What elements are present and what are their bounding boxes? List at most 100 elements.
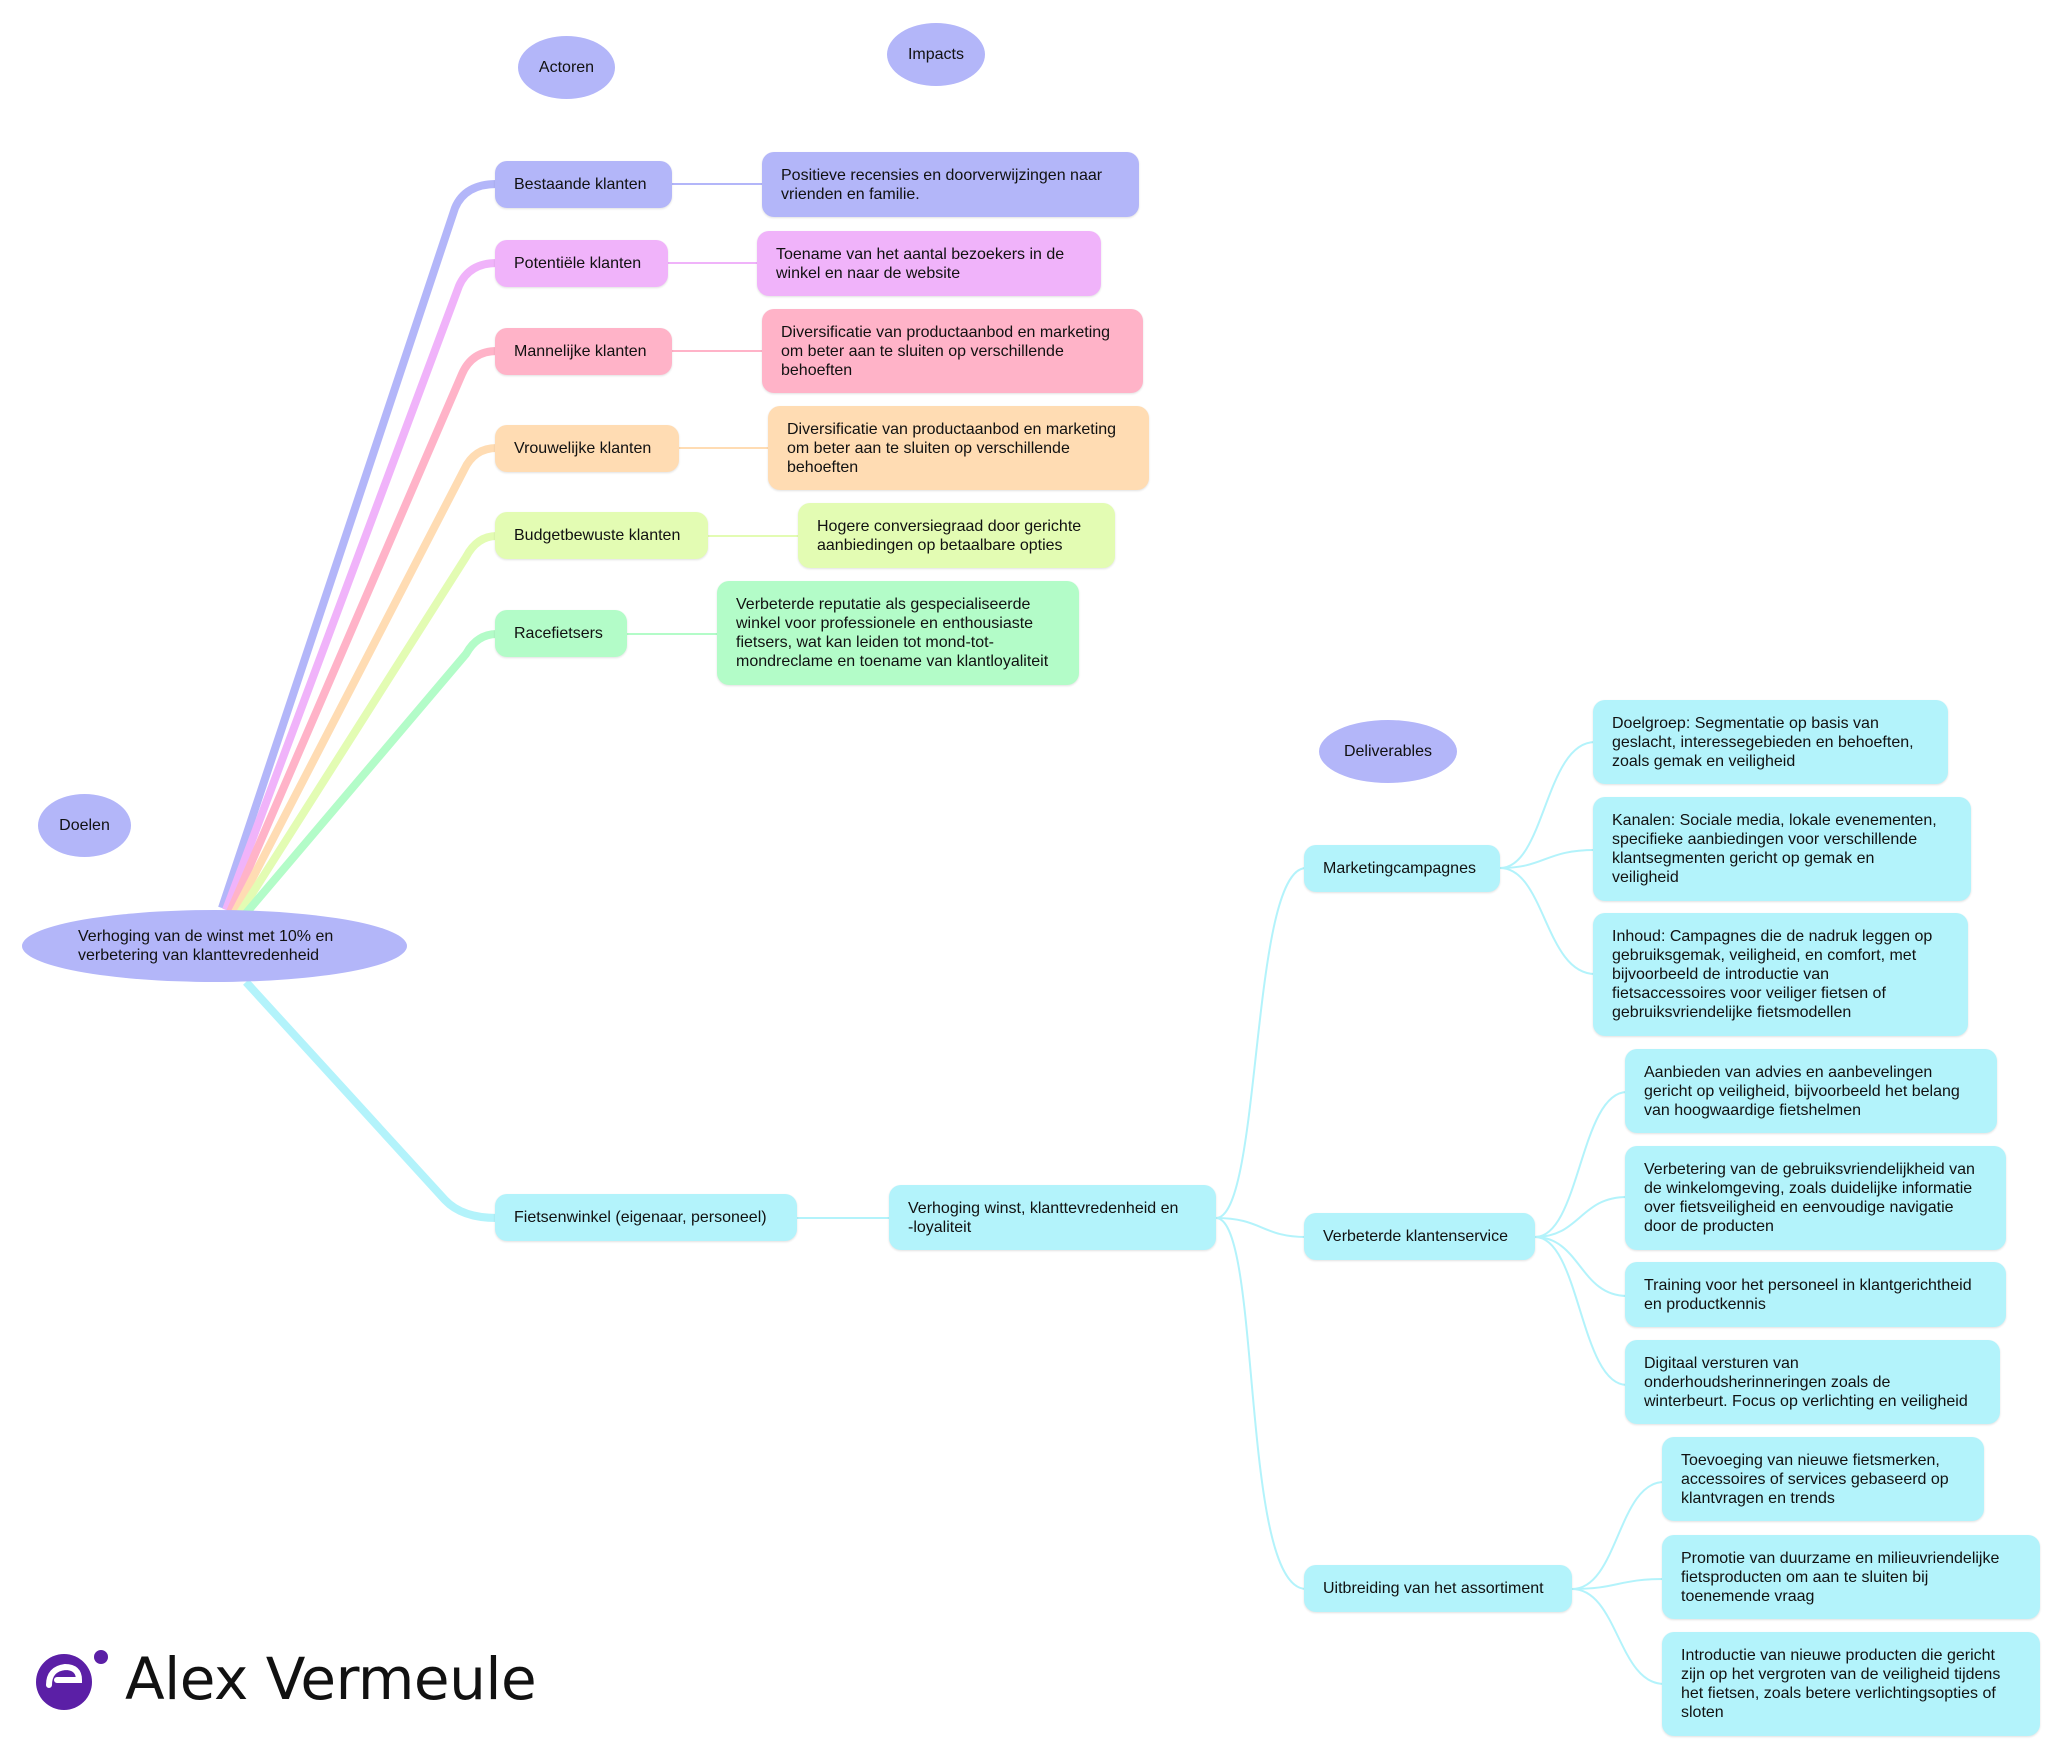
item-line: zijn op het vergroten van de veiligheid … xyxy=(1681,1666,2001,1683)
link-service-1 xyxy=(1534,1091,1628,1238)
impact-line: Diversificatie van productaanbod en mark… xyxy=(787,420,1117,438)
actor-potentiele-klanten[interactable]: Potentiële klanten xyxy=(495,240,668,287)
link-marketing-2 xyxy=(1499,849,1596,869)
impact-line: behoeften xyxy=(781,361,853,379)
deliverable-item[interactable]: Training voor het personeel in klantgeri… xyxy=(1625,1262,2006,1327)
item-line: Toevoeging van nieuwe fietsmerken, xyxy=(1681,1451,1940,1469)
deliverable-label: Uitbreiding van het assortiment xyxy=(1323,1580,1544,1597)
item-line: door de producten xyxy=(1644,1218,1774,1235)
actor-vrouwelijke-klanten[interactable]: Vrouwelijke klanten xyxy=(495,425,679,472)
item-line: de winkelomgeving, zoals duidelijke info… xyxy=(1644,1180,1973,1197)
impact-line: Toename van het aantal bezoekers in de xyxy=(776,245,1065,263)
root-goal-line-1: Verhoging van de winst met 10% en xyxy=(78,928,334,945)
item-line: winterbeurt. Focus op verlichting en vei… xyxy=(1644,1392,1968,1410)
logo-text: Alex Vermeule xyxy=(125,1645,537,1713)
item-line: gebruiksgemak, veiligheid, en comfort, m… xyxy=(1612,947,1917,964)
deliverable-klantenservice[interactable]: Verbeterde klantenservice xyxy=(1304,1213,1535,1260)
item-line: Training voor het personeel in klantgeri… xyxy=(1644,1276,1972,1294)
impact-line: winkel en naar de website xyxy=(776,264,961,282)
impact-line: behoeften xyxy=(787,458,859,476)
item-line: geslacht, interessegebieden en behoeften… xyxy=(1612,733,1914,751)
item-line: van hoogwaardige fietshelmen xyxy=(1644,1101,1862,1119)
impact-line: aanbiedingen op betaalbare opties xyxy=(817,536,1063,554)
brand-logo: Alex Vermeule xyxy=(35,1645,537,1713)
link-root-mannelijke xyxy=(226,347,498,914)
item-line: toenemende vraag xyxy=(1681,1587,1815,1605)
actor-label: Bestaande klanten xyxy=(514,176,647,193)
logo-mark-icon xyxy=(36,1650,108,1710)
actor-budgetbewuste-klanten[interactable]: Budgetbewuste klanten xyxy=(495,512,708,559)
actor-bestaande-klanten[interactable]: Bestaande klanten xyxy=(495,161,672,208)
item-line: onderhoudsherinneringen zoals de xyxy=(1644,1373,1891,1391)
deliverable-item[interactable]: Kanalen: Sociale media, lokale evenement… xyxy=(1593,797,1971,901)
actor-label: Potentiële klanten xyxy=(514,255,642,272)
impact-line: Diversificatie van productaanbod en mark… xyxy=(781,323,1111,341)
actor-label: Mannelijke klanten xyxy=(514,343,647,360)
link-assortiment-2 xyxy=(1571,1578,1665,1590)
link-root-budget xyxy=(234,532,498,919)
header-deliverables: Deliverables xyxy=(1319,720,1457,783)
link-service-4 xyxy=(1534,1236,1628,1386)
actor-racefietsers[interactable]: Racefietsers xyxy=(495,610,627,657)
item-line: accessoires of services gebaseerd op xyxy=(1681,1470,1949,1488)
item-line: Promotie van duurzame en milieuvriendeli… xyxy=(1681,1549,2000,1567)
impact-mannelijke-klanten[interactable]: Diversificatie van productaanbod en mark… xyxy=(762,309,1143,393)
link-impact-marketing xyxy=(1215,867,1307,1219)
impact-line: Hogere conversiegraad door gerichte xyxy=(817,517,1082,535)
deliverable-item[interactable]: Inhoud: Campagnes die de nadruk leggen o… xyxy=(1593,913,1968,1036)
impact-racefietsers[interactable]: Verbeterde reputatie als gespecialiseerd… xyxy=(717,581,1079,685)
item-line: Digitaal versturen van xyxy=(1644,1354,1799,1372)
item-line: over fietsveiligheid en eenvoudige navig… xyxy=(1644,1199,1954,1216)
link-marketing-1 xyxy=(1499,741,1596,869)
deliverable-item[interactable]: Promotie van duurzame en milieuvriendeli… xyxy=(1662,1535,2040,1619)
item-line: bijvoorbeeld de introductie van xyxy=(1612,966,1830,983)
impact-vrouwelijke-klanten[interactable]: Diversificatie van productaanbod en mark… xyxy=(768,406,1149,490)
item-line: het fietsen, zoals betere verlichtingsop… xyxy=(1681,1685,1996,1702)
item-line: Aanbieden van advies en aanbevelingen xyxy=(1644,1063,1933,1081)
header-doelen: Doelen xyxy=(38,794,131,857)
link-marketing-3 xyxy=(1499,867,1596,975)
deliverable-assortiment[interactable]: Uitbreiding van het assortiment xyxy=(1304,1565,1572,1612)
item-line: fietsproducten om aan te sluiten bij xyxy=(1681,1568,1929,1586)
item-line: zoals gemak en veiligheid xyxy=(1612,752,1796,770)
actor-label: Vrouwelijke klanten xyxy=(514,440,652,457)
actor-label: Budgetbewuste klanten xyxy=(514,527,681,544)
deliverable-item[interactable]: Verbetering van de gebruiksvriendelijkhe… xyxy=(1625,1146,2006,1250)
impact-line: Verbeterde reputatie als gespecialiseerd… xyxy=(736,596,1031,613)
impact-fietsenwinkel[interactable]: Verhoging winst, klanttevredenheid en-lo… xyxy=(889,1185,1216,1250)
item-line: veiligheid xyxy=(1612,869,1679,886)
actor-mannelijke-klanten[interactable]: Mannelijke klanten xyxy=(495,328,672,375)
link-root-race xyxy=(238,630,498,921)
item-line: en productkennis xyxy=(1644,1295,1766,1313)
item-line: gericht op veiligheid, bijvoorbeeld het … xyxy=(1644,1082,1960,1100)
impact-line: winkel voor professionele en enthousiast… xyxy=(736,615,1034,632)
header-impacts: Impacts xyxy=(887,23,985,86)
actor-fietsenwinkel[interactable]: Fietsenwinkel (eigenaar, personeel) xyxy=(495,1194,797,1241)
deliverable-marketingcampagnes[interactable]: Marketingcampagnes xyxy=(1304,845,1500,892)
impact-line: vrienden en familie. xyxy=(781,185,920,203)
item-line: klantvragen en trends xyxy=(1681,1489,1835,1507)
deliverable-label: Verbeterde klantenservice xyxy=(1323,1228,1508,1245)
deliverable-label: Marketingcampagnes xyxy=(1323,860,1476,877)
impact-line: fietsers, wat kan leiden tot mond-tot- xyxy=(736,634,994,651)
deliverable-item[interactable]: Introductie van nieuwe producten die ger… xyxy=(1662,1632,2040,1736)
item-line: Kanalen: Sociale media, lokale evenement… xyxy=(1612,812,1937,829)
item-line: sloten xyxy=(1681,1704,1724,1721)
impact-bestaande-klanten[interactable]: Positieve recensies en doorverwijzingen … xyxy=(762,152,1139,217)
impact-line: Verhoging winst, klanttevredenheid en xyxy=(908,1199,1179,1217)
impact-line: -loyaliteit xyxy=(908,1218,972,1236)
root-goal[interactable]: Verhoging van de winst met 10% en verbet… xyxy=(22,910,407,982)
item-line: Verbetering van de gebruiksvriendelijkhe… xyxy=(1644,1161,1975,1178)
item-line: specifieke aanbiedingen voor verschillen… xyxy=(1612,831,1918,848)
header-actoren: Actoren xyxy=(518,36,615,99)
root-goal-line-2: verbetering van klanttevredenheid xyxy=(78,947,320,964)
item-line: klantsegmenten gericht op gemak en xyxy=(1612,850,1875,867)
deliverable-item[interactable]: Toevoeging van nieuwe fietsmerken,access… xyxy=(1662,1437,1984,1521)
